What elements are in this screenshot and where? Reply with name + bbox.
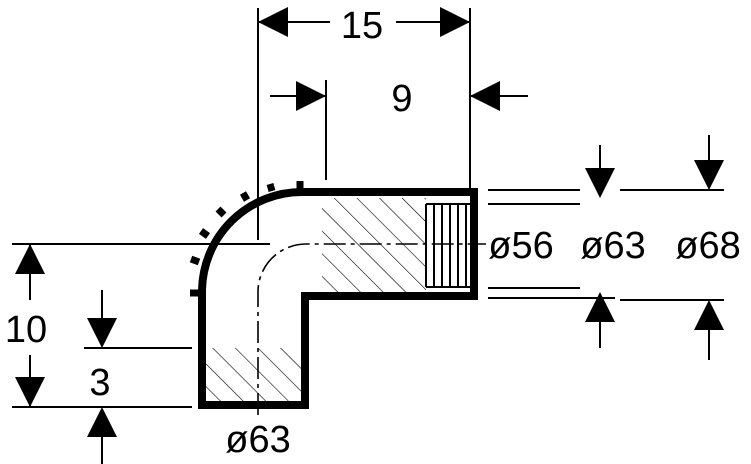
- arrow-up-icon: [585, 292, 615, 322]
- elbow-outline: [198, 188, 478, 409]
- inner-length-label: 9: [391, 78, 412, 120]
- top-length-label: 15: [341, 5, 383, 47]
- elbow-body: [189, 181, 486, 415]
- diameter-outer-label: ø68: [675, 225, 740, 267]
- diameter-mid-label: ø63: [580, 225, 645, 267]
- arrow-down-icon: [15, 377, 45, 407]
- dimension-top-length: 15: [257, 2, 471, 240]
- arrow-up-icon: [694, 300, 724, 330]
- socket-offset-label: 3: [89, 362, 110, 404]
- arrow-right-icon: [296, 81, 326, 111]
- diameter-inner-label: ø56: [488, 225, 553, 267]
- elbow-centerline: [257, 243, 486, 415]
- dimension-height: 10: [5, 243, 270, 408]
- vertical-section-hatch: [202, 348, 305, 406]
- arrow-left-icon: [258, 7, 288, 37]
- arrow-left-icon: [470, 81, 500, 111]
- arrow-up-icon: [87, 407, 117, 437]
- arrow-up-icon: [15, 244, 45, 274]
- dimension-inner-length: 9: [270, 78, 528, 180]
- arrow-down-icon: [585, 168, 615, 198]
- bend-ribs: [189, 181, 304, 297]
- diameter-extensions: [488, 135, 724, 360]
- horizontal-section-hatch: [322, 198, 426, 293]
- bottom-diameter-label: ø63: [225, 419, 290, 461]
- arrow-right-icon: [440, 7, 470, 37]
- dimension-socket-offset: 3: [84, 290, 192, 464]
- height-label: 10: [5, 309, 47, 351]
- socket-thread: [426, 204, 470, 287]
- arrow-down-icon: [694, 160, 724, 190]
- arrow-down-icon: [87, 318, 117, 348]
